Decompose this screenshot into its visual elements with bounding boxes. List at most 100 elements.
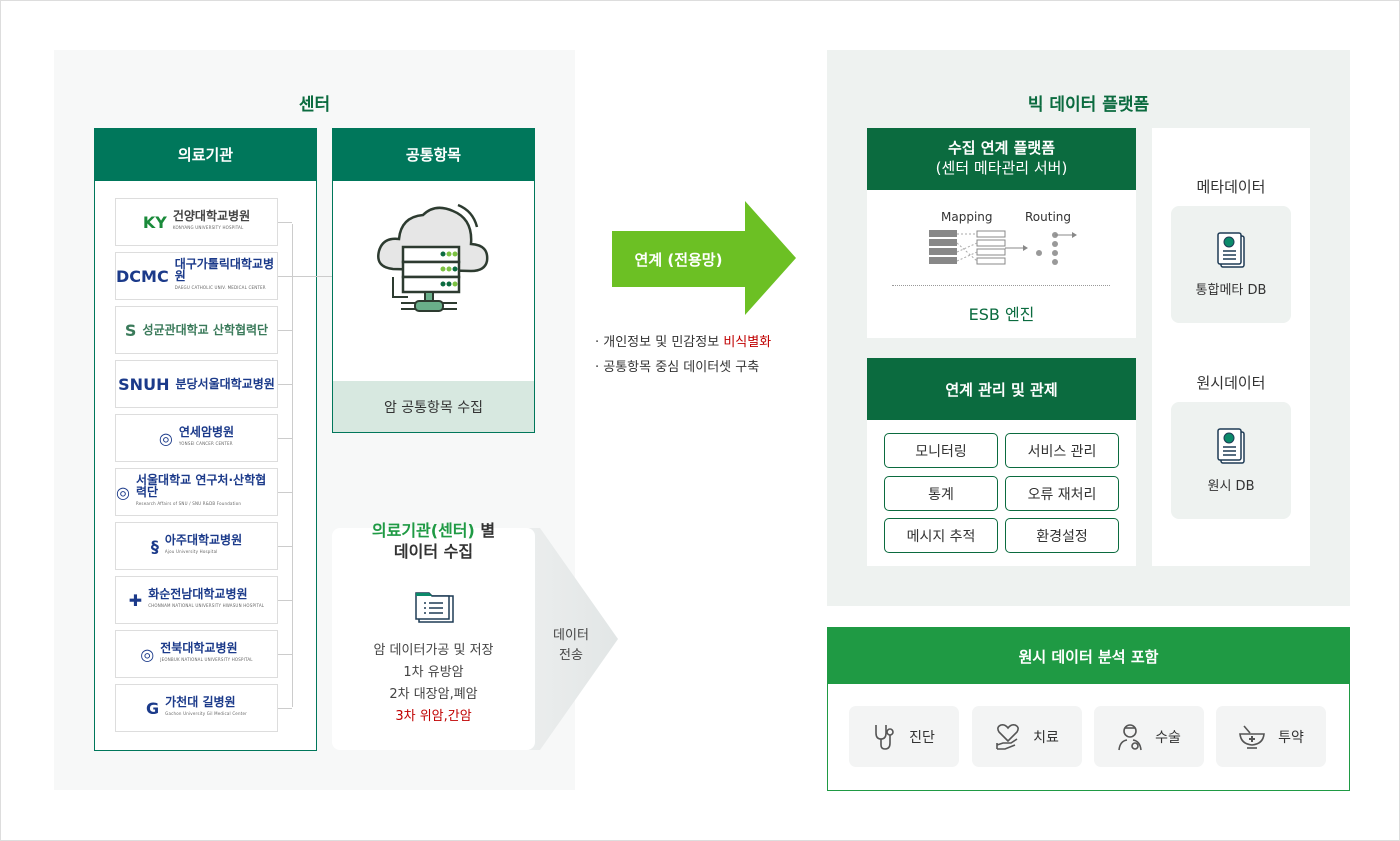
bullet-deidentify: · 개인정보 및 민감정보 비식별화 bbox=[595, 330, 771, 355]
institution-logo: S 성균관대학교 산학협력단 bbox=[115, 306, 278, 354]
stethoscope-icon bbox=[875, 724, 894, 750]
logo-name: 분당서울대학교병원 bbox=[175, 377, 275, 391]
settings-button[interactable]: 환경설정 bbox=[1005, 518, 1119, 553]
institutions-header: 의료기관 bbox=[95, 129, 316, 181]
logo-text: 아주대학교병원 Ajou University Hospital bbox=[165, 534, 242, 558]
logo-name: 성균관대학교 산학협력단 bbox=[142, 323, 269, 337]
bracket-line bbox=[292, 224, 293, 707]
message-trace-button[interactable]: 메시지 추적 bbox=[884, 518, 998, 553]
logo-text: 분당서울대학교병원 bbox=[175, 378, 274, 390]
collection-title-green: 의료기관(센터) bbox=[371, 521, 475, 540]
collection-line: 암 데이터가공 및 저장 bbox=[373, 643, 494, 658]
treatment-card[interactable]: 치료 bbox=[972, 706, 1082, 767]
logo-name: 건양대학교병원 bbox=[172, 209, 251, 223]
collection-lines: 암 데이터가공 및 저장 1차 유방암 2차 대장암,폐암 3차 위암,간암 bbox=[332, 640, 535, 728]
meta-title: 메타데이터 bbox=[1196, 178, 1266, 196]
surgeon-icon bbox=[1118, 723, 1142, 750]
meta-db-card[interactable]: 통합메타 DB bbox=[1171, 206, 1291, 323]
logo-mark: KY bbox=[142, 212, 167, 232]
treatment-label: 치료 bbox=[1033, 729, 1059, 746]
logo-english: DAEGU CATHOLIC UNIV. MEDICAL CENTER bbox=[174, 285, 266, 290]
logo-english: CHONNAM NATIONAL UNIVERSITY HWASUN HOSPI… bbox=[148, 603, 265, 608]
raw-db-card[interactable]: 원시 DB bbox=[1171, 402, 1291, 519]
monitoring-button[interactable]: 모니터링 bbox=[884, 433, 998, 468]
logo-name: 아주대학교병원 bbox=[164, 533, 243, 547]
manage-header: 연계 관리 및 관제 bbox=[867, 358, 1136, 420]
logo-text: 전북대학교병원 JEONBUK NATIONAL UNIVERSITY HOSPI… bbox=[160, 642, 252, 666]
transfer-line1: 데이터 bbox=[553, 628, 589, 643]
logo-mark: ◎ bbox=[158, 428, 173, 448]
logo-mark: ◎ bbox=[116, 482, 130, 502]
statistics-button[interactable]: 통계 bbox=[884, 476, 998, 511]
diagnosis-card[interactable]: 진단 bbox=[849, 706, 959, 767]
platform-title: 빅 데이터 플랫폼 bbox=[1027, 95, 1150, 115]
esb-diagram-icon bbox=[929, 230, 1077, 265]
logo-mark: ✚ bbox=[128, 590, 143, 610]
bracket-tick bbox=[278, 654, 292, 655]
mortar-pestle-icon bbox=[1239, 724, 1265, 749]
logo-english: Ajou University Hospital bbox=[164, 549, 218, 554]
institution-logo: ✚ 화순전남대학교병원 CHONNAM NATIONAL UNIVERSITY HW… bbox=[115, 576, 278, 624]
bracket-tick bbox=[278, 438, 292, 439]
bullet-text: · 개인정보 및 민감정보 bbox=[595, 335, 724, 350]
logo-text: 연세암병원 YONSEI CANCER CENTER bbox=[179, 426, 234, 450]
document-chart-icon bbox=[1217, 428, 1245, 464]
analysis-header: 원시 데이터 분석 포함 bbox=[828, 628, 1349, 684]
collect-platform-header: 수집 연계 플랫폼 (센터 메타관리 서버) bbox=[867, 128, 1136, 190]
link-arrow bbox=[612, 201, 796, 315]
link-arrow-label: 연계 (전용망) bbox=[634, 250, 723, 269]
medication-card[interactable]: 투약 bbox=[1216, 706, 1326, 767]
common-items-header: 공통항목 bbox=[333, 129, 534, 181]
folder-list-icon bbox=[415, 590, 455, 628]
logo-mark: S bbox=[124, 320, 137, 340]
collection-line: 2차 대장암,폐암 bbox=[389, 687, 478, 702]
meta-db-label: 통합메타 DB bbox=[1195, 283, 1267, 298]
logo-name: 전북대학교병원 bbox=[160, 641, 238, 655]
institution-logo: SNUH 분당서울대학교병원 bbox=[115, 360, 278, 408]
logo-english: JEONBUK NATIONAL UNIVERSITY HOSPITAL bbox=[160, 657, 253, 662]
logo-mark: DCMC bbox=[116, 266, 169, 286]
error-reprocess-button[interactable]: 오류 재처리 bbox=[1005, 476, 1119, 511]
logo-text: 대구가톨릭대학교병원 DAEGU CATHOLIC UNIV. MEDICAL C… bbox=[175, 258, 277, 294]
dotted-divider bbox=[892, 285, 1110, 286]
bracket-tick bbox=[278, 546, 292, 547]
surgery-card[interactable]: 수술 bbox=[1094, 706, 1204, 767]
logo-name: 대구가톨릭대학교병원 bbox=[174, 257, 275, 283]
logo-mark: SNUH bbox=[118, 374, 170, 394]
transfer-label: 데이터 전송 bbox=[540, 626, 602, 666]
collection-line: 1차 유방암 bbox=[403, 665, 464, 680]
surgery-label: 수술 bbox=[1155, 729, 1181, 746]
document-chart-icon bbox=[1217, 232, 1245, 268]
transfer-line2: 전송 bbox=[559, 648, 583, 663]
collection-title: 의료기관(센터) 별 데이터 수집 bbox=[332, 520, 535, 562]
collect-header-sub: (센터 메타관리 서버) bbox=[935, 159, 1068, 177]
diagnosis-label: 진단 bbox=[909, 729, 935, 746]
bullet-dataset: · 공통항목 중심 데이터셋 구축 bbox=[595, 360, 760, 375]
collection-title-line2: 데이터 수집 bbox=[393, 542, 474, 561]
bullet-highlight: 비식별화 bbox=[723, 335, 772, 350]
collect-platform-box: 수집 연계 플랫폼 (센터 메타관리 서버) Mapping Routing E… bbox=[867, 128, 1136, 338]
transfer-chevron bbox=[520, 528, 618, 750]
heart-hand-icon bbox=[996, 723, 1020, 750]
medication-label: 투약 bbox=[1278, 729, 1304, 746]
common-items-box: 공통항목 암 공통항목 수집 bbox=[332, 128, 535, 433]
routing-label: Routing bbox=[1025, 210, 1072, 224]
link-bullets: · 개인정보 및 민감정보 비식별화 · 공통항목 중심 데이터셋 구축 bbox=[595, 330, 771, 380]
institution-logo: ◎ 연세암병원 YONSEI CANCER CENTER bbox=[115, 414, 278, 462]
logo-english: YONSEI CANCER CENTER bbox=[178, 441, 233, 446]
logo-name: 화순전남대학교병원 bbox=[148, 587, 248, 601]
logo-name: 연세암병원 bbox=[178, 425, 235, 439]
center-title: 센터 bbox=[298, 95, 331, 115]
service-management-button[interactable]: 서비스 관리 bbox=[1005, 433, 1119, 468]
connector-line bbox=[278, 276, 358, 277]
logo-text: 성균관대학교 산학협력단 bbox=[142, 324, 268, 336]
mapping-label: Mapping bbox=[941, 210, 993, 224]
raw-db-label: 원시 DB bbox=[1207, 479, 1255, 494]
